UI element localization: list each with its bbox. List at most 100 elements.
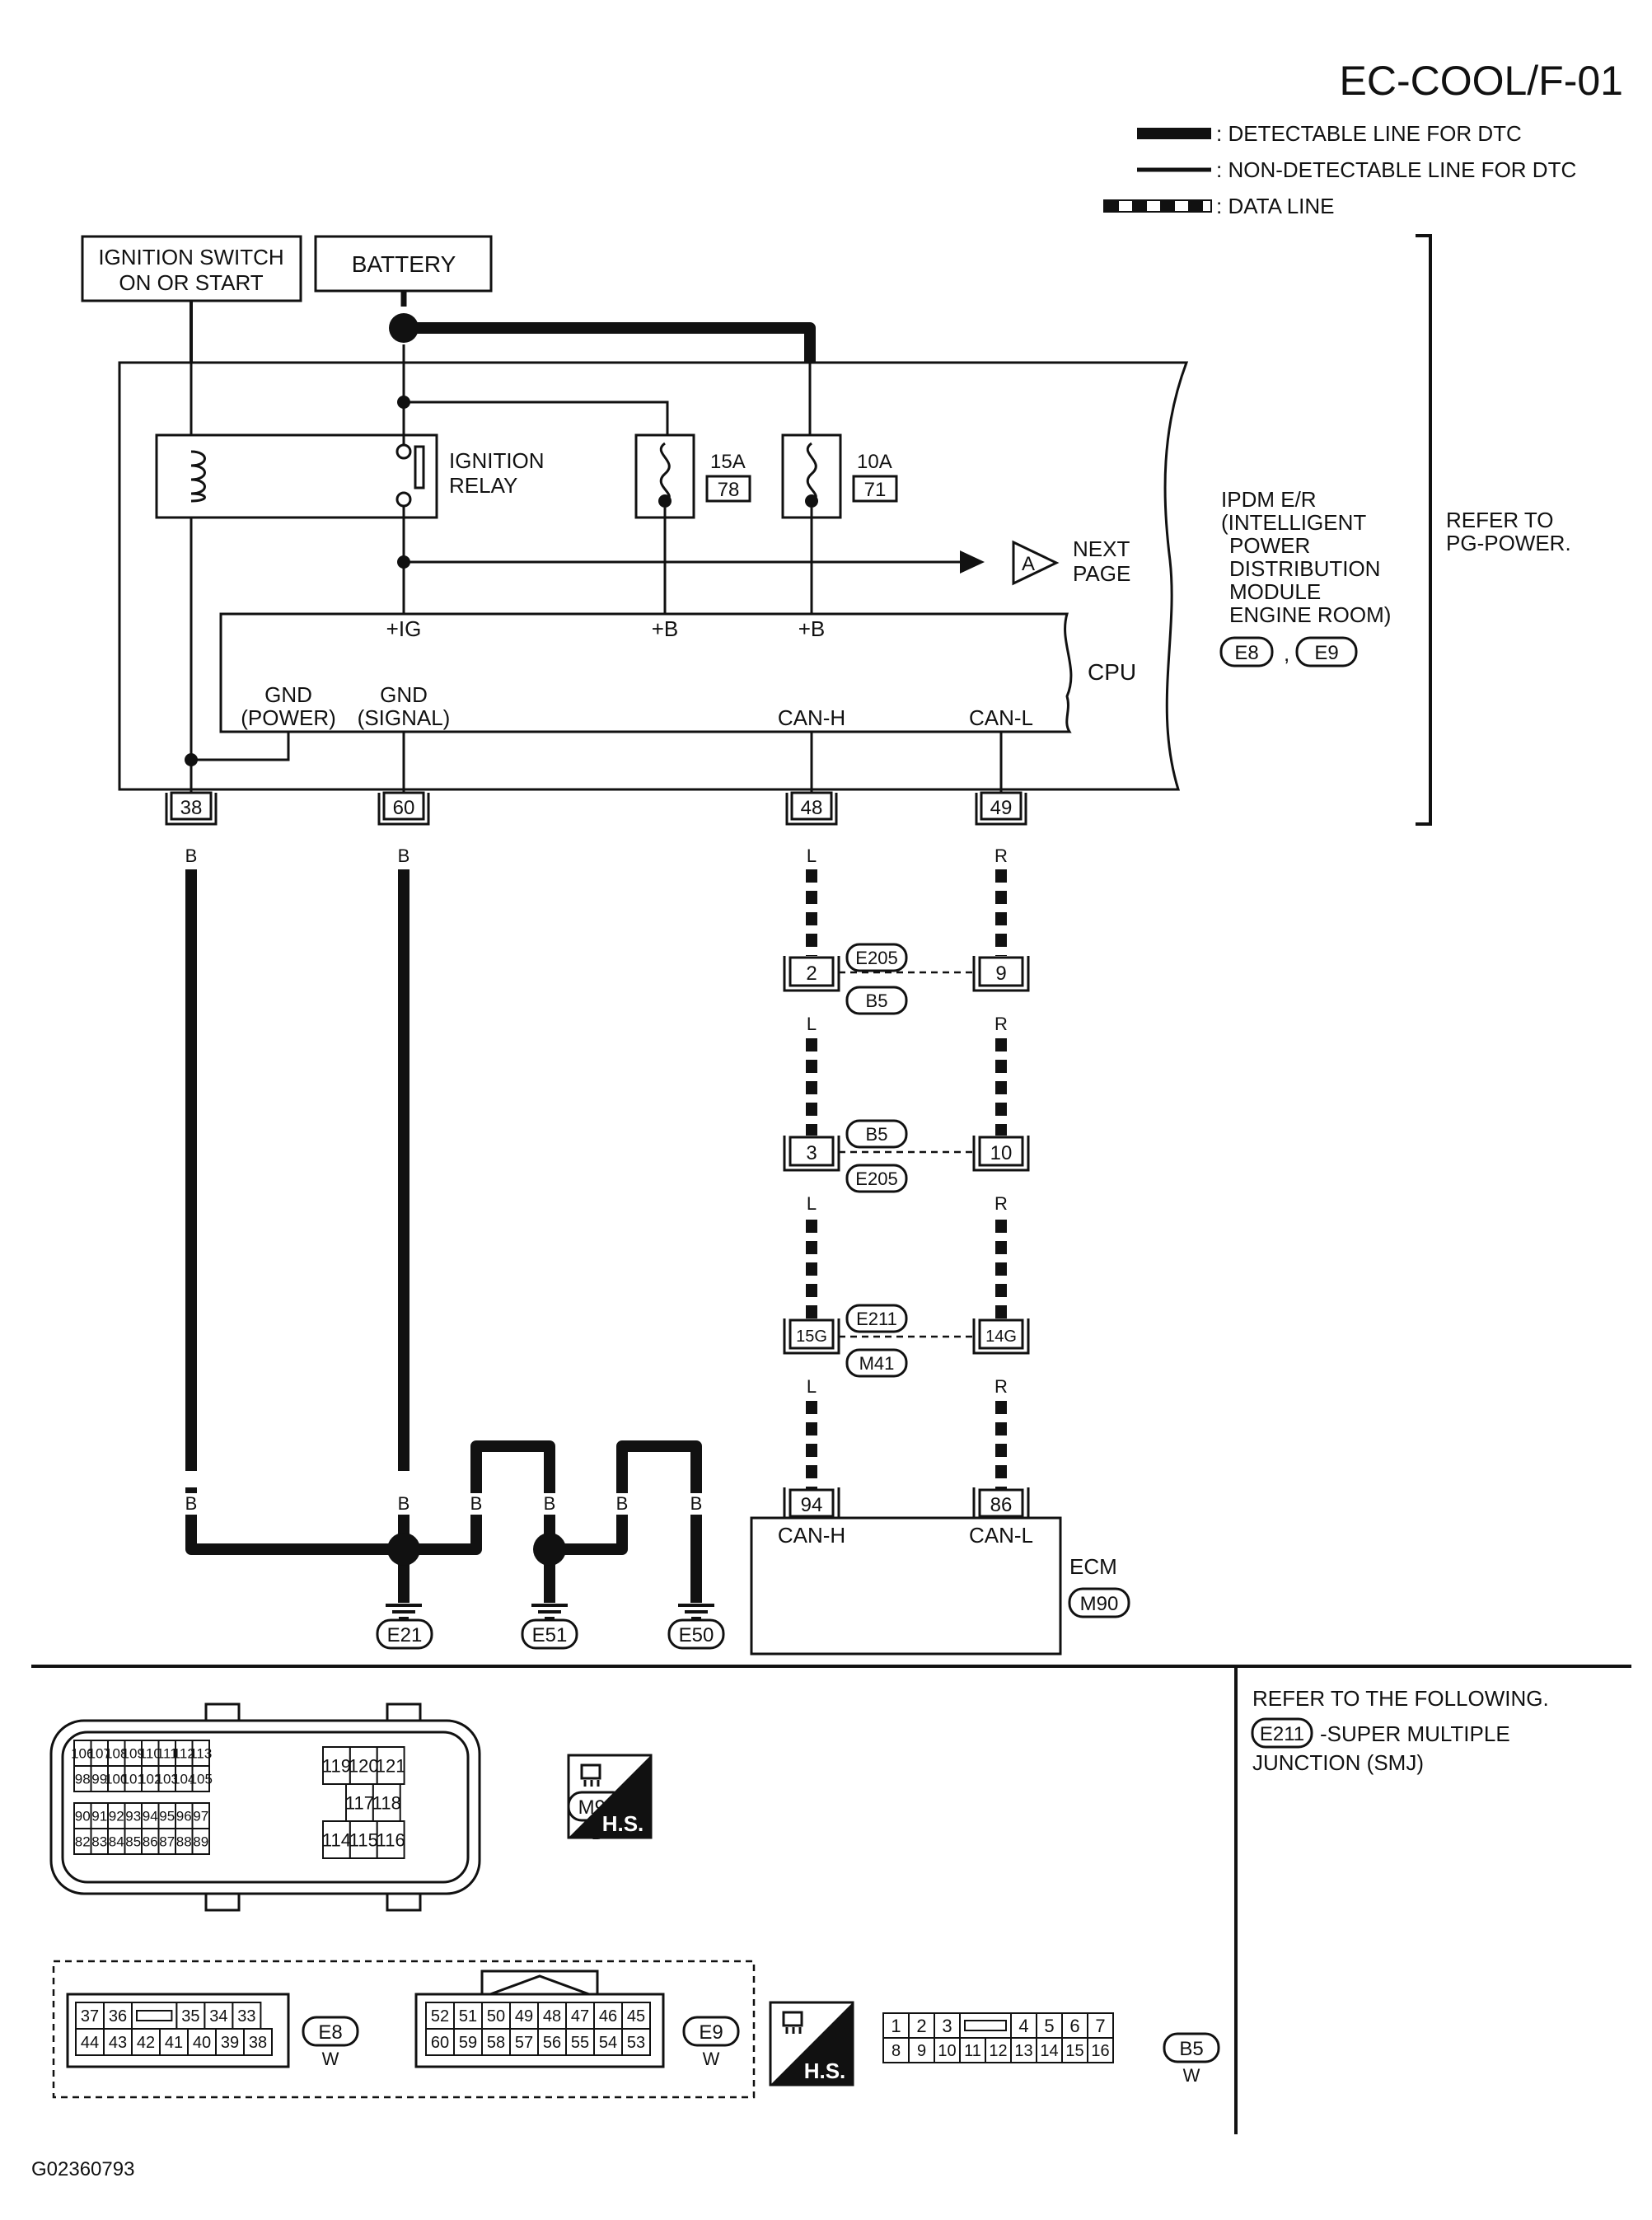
connector-color-e8: W (322, 2049, 339, 2069)
connector-pin-cell (934, 2012, 961, 2039)
ipdm-connector-separator: , (1284, 641, 1289, 666)
connector-pin-number: 94 (143, 1809, 158, 1824)
connector-pin-cell (882, 2037, 910, 2063)
ipdm-terminals: 38 60 48 49 (165, 791, 1027, 826)
cpu-pin-b2: +B (798, 616, 826, 641)
fuse-15a-number: 78 (718, 479, 740, 501)
relay-switch-icon (414, 445, 425, 489)
ground-tag-e51 (521, 1618, 578, 1650)
connector-pin-number: 5 (1044, 2016, 1054, 2036)
legend-label-non-detectable: : NON-DETECTABLE LINE FOR DTC (1216, 157, 1576, 182)
svg-text:E51: E51 (532, 1624, 568, 1646)
connector-pin-number: 92 (109, 1809, 124, 1824)
connector-pin-cell (1087, 2012, 1114, 2039)
relay-label: IGNITION (449, 448, 545, 473)
ground-icon (531, 1604, 568, 1620)
ipdm-name-3: POWER (1229, 533, 1310, 558)
junction-connector-tag: B5 (866, 1124, 888, 1145)
ecm-connector-tag: M90 (1080, 1593, 1119, 1615)
junction-connector-tag: E211 (856, 1309, 897, 1329)
connector-pin-cell (621, 2002, 651, 2030)
connector-pin-cell (215, 2028, 245, 2056)
connector-tag-e8 (1219, 636, 1274, 667)
svg-text:R: R (994, 1014, 1008, 1034)
svg-text:B: B (616, 1493, 629, 1514)
svg-text:E50: E50 (679, 1624, 714, 1646)
connector-pin-number: 44 (81, 2034, 99, 2052)
wire-color-label: B (185, 845, 198, 866)
ipdm-name: IPDM E/R (1221, 487, 1317, 512)
junction-e211-m41: 15G 14G E211 M41 L R (783, 1304, 1030, 1397)
junction-connector-tag: M41 (859, 1353, 895, 1374)
connector-pin-number: 120 (349, 1755, 379, 1776)
svg-text:E21: E21 (387, 1624, 423, 1646)
terminal-49: 49 (990, 797, 1013, 819)
notes-smj-tag: E211 (1260, 1723, 1304, 1745)
connector-pin-number: 99 (91, 1772, 107, 1787)
ground-wire-e51 (404, 1440, 555, 1555)
legend-label-detectable: : DETECTABLE LINE FOR DTC (1216, 121, 1522, 146)
svg-text:E9: E9 (1314, 642, 1338, 664)
cpu-block (219, 612, 1073, 733)
connector-pin-number: 36 (109, 2007, 127, 2026)
connector-key-slot (964, 2020, 1007, 2031)
ignition-switch-box (81, 235, 302, 302)
connector-pin-number: 83 (91, 1834, 107, 1850)
junction-connector-tag: E205 (855, 948, 897, 968)
connector-pin-number: 59 (459, 2034, 477, 2052)
connector-pin-number: 6 (1069, 2016, 1079, 2036)
connector-pin-number: 1 (891, 2016, 901, 2036)
connector-pin-number: 13 (1014, 2042, 1032, 2060)
ipdm-enclosure (118, 361, 1189, 791)
terminal-94: 94 (801, 1494, 823, 1516)
ipdm-name-6: ENGINE ROOM) (1229, 602, 1391, 627)
connector-pin-number: 118 (372, 1792, 401, 1813)
gnd-power-label: GND (264, 682, 312, 707)
connector-tag-e9 (1295, 636, 1358, 667)
connector-pin-number: 50 (487, 2007, 505, 2026)
junction-connector-tag: E205 (855, 1169, 897, 1189)
connector-pin-number: 51 (459, 2007, 477, 2026)
arrow-right-icon (960, 550, 985, 574)
ecm-label: ECM (1069, 1554, 1117, 1579)
connector-pin-number: 15 (1065, 2042, 1083, 2060)
connector-pin-number: 38 (249, 2034, 267, 2052)
harness-side-icon: H.S. (769, 2001, 854, 2087)
connector-pin-number: 98 (75, 1772, 91, 1787)
connector-pin-cell (425, 2028, 455, 2056)
svg-text:L: L (807, 1376, 817, 1397)
legend: : DETECTABLE LINE FOR DTC : NON-DETECTAB… (1103, 121, 1576, 218)
ecm-module: 94 86 CAN-H CAN-L ECM M90 (750, 1487, 1130, 1656)
connector-pin-number: 37 (81, 2007, 99, 2026)
connector-pin-number: 35 (181, 2007, 199, 2026)
ecm-box (750, 1516, 1062, 1656)
connector-a-icon (1012, 540, 1060, 586)
gnd-signal-label-2: (SIGNAL) (358, 705, 451, 730)
connector-pin-number: 48 (543, 2007, 561, 2026)
connector-pin-number: 110 (139, 1746, 161, 1762)
connector-pin-number: 103 (156, 1772, 179, 1787)
figure-id: G02360793 (31, 2158, 134, 2180)
ground-icon (386, 1604, 422, 1620)
relay-label-2: RELAY (449, 473, 517, 498)
connector-pin-cell (376, 1746, 405, 1785)
ground-wire-join (185, 1487, 404, 1555)
svg-text:B: B (690, 1493, 703, 1514)
svg-text:L: L (807, 1014, 817, 1034)
relay-coil-icon (190, 450, 206, 503)
connector-pin-number: 100 (105, 1772, 128, 1787)
junction-pin: 3 (806, 1142, 817, 1164)
connector-pin-number: 12 (989, 2042, 1007, 2060)
connector-pin-number: 58 (487, 2034, 505, 2052)
terminal-86: 86 (990, 1494, 1013, 1516)
connector-pin-cell (75, 2028, 105, 2056)
terminal-38: 38 (180, 797, 203, 819)
connector-pin-number: 115 (349, 1829, 378, 1850)
connector-pin-number: 9 (917, 2042, 926, 2060)
connector-pin-number: 88 (176, 1834, 192, 1850)
harness-side-icon: H.S. (567, 1754, 653, 1839)
ecm-can-l: CAN-L (969, 1523, 1033, 1548)
